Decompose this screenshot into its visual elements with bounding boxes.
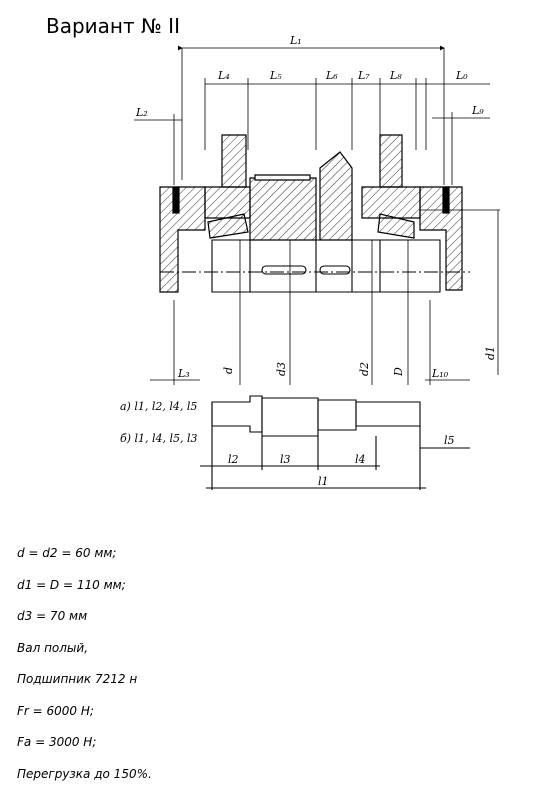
dim-L1: L₁ — [289, 34, 302, 47]
parameter-list: d = d2 = 60 мм; d1 = D = 110 мм; d3 = 70… — [17, 538, 152, 790]
dim-d3: d3 — [275, 362, 288, 376]
dim-L10: L₁₀ — [431, 367, 449, 380]
variant-b-label: б) l1, l4, l5, l3 — [120, 432, 198, 445]
param-hollow-shaft: Вал полый, — [17, 640, 89, 655]
dim-L4: L₄ — [217, 69, 230, 82]
dim-L7: L₇ — [357, 69, 370, 82]
dimension-labels-top: L₁ L₄ L₅ L₆ L₇ L₈ L₀ L₂ L₉ — [135, 34, 484, 119]
diameter-labels: d d3 d2 D d1 — [222, 346, 497, 377]
variant-title: Вариант № II — [46, 14, 180, 38]
shaft-dim-l4: l4 — [355, 453, 366, 466]
dim-L0: L₀ — [455, 69, 468, 82]
diameter-lines — [173, 209, 500, 385]
dim-d2: d2 — [358, 362, 371, 376]
dimension-lines-top — [134, 45, 490, 185]
param-bearing: Подшипник 7212 н — [17, 672, 138, 686]
housing-section — [159, 134, 463, 293]
param-fr: Fr = 6000 Н; — [17, 703, 94, 718]
dim-L9: L₉ — [471, 104, 484, 117]
dim-L5: L₅ — [269, 69, 282, 82]
dim-L6: L₆ — [325, 69, 338, 82]
dim-d1: d1 — [484, 346, 497, 360]
dim-L8: L₈ — [389, 69, 402, 82]
shaft-dim-l5: l5 — [444, 434, 455, 447]
param-fa: Fa = 3000 Н; — [17, 735, 97, 749]
assembly-drawing: L₁ L₄ L₅ L₆ L₇ L₈ L₀ L₂ L₉ — [120, 34, 500, 490]
shaft-variants — [200, 395, 470, 490]
param-d1-D: d1 = D = 110 мм; — [17, 577, 126, 592]
variant-a-label: а) l1, l2, l4, l5 — [120, 400, 197, 413]
dim-L2: L₂ — [135, 106, 148, 119]
param-d3: d3 = 70 мм — [17, 609, 88, 623]
shaft-dim-l3: l3 — [280, 453, 291, 466]
param-d-d2: d = d2 = 60 мм; — [17, 546, 117, 560]
dim-D: D — [392, 367, 405, 377]
dim-d: d — [222, 367, 235, 374]
shaft-dim-l1: l1 — [318, 475, 329, 488]
dim-L3: L₃ — [177, 367, 190, 380]
param-overload: Перегрузка до 150%. — [17, 766, 152, 781]
shaft-dim-l2: l2 — [228, 453, 239, 466]
shaft-section — [160, 239, 470, 293]
